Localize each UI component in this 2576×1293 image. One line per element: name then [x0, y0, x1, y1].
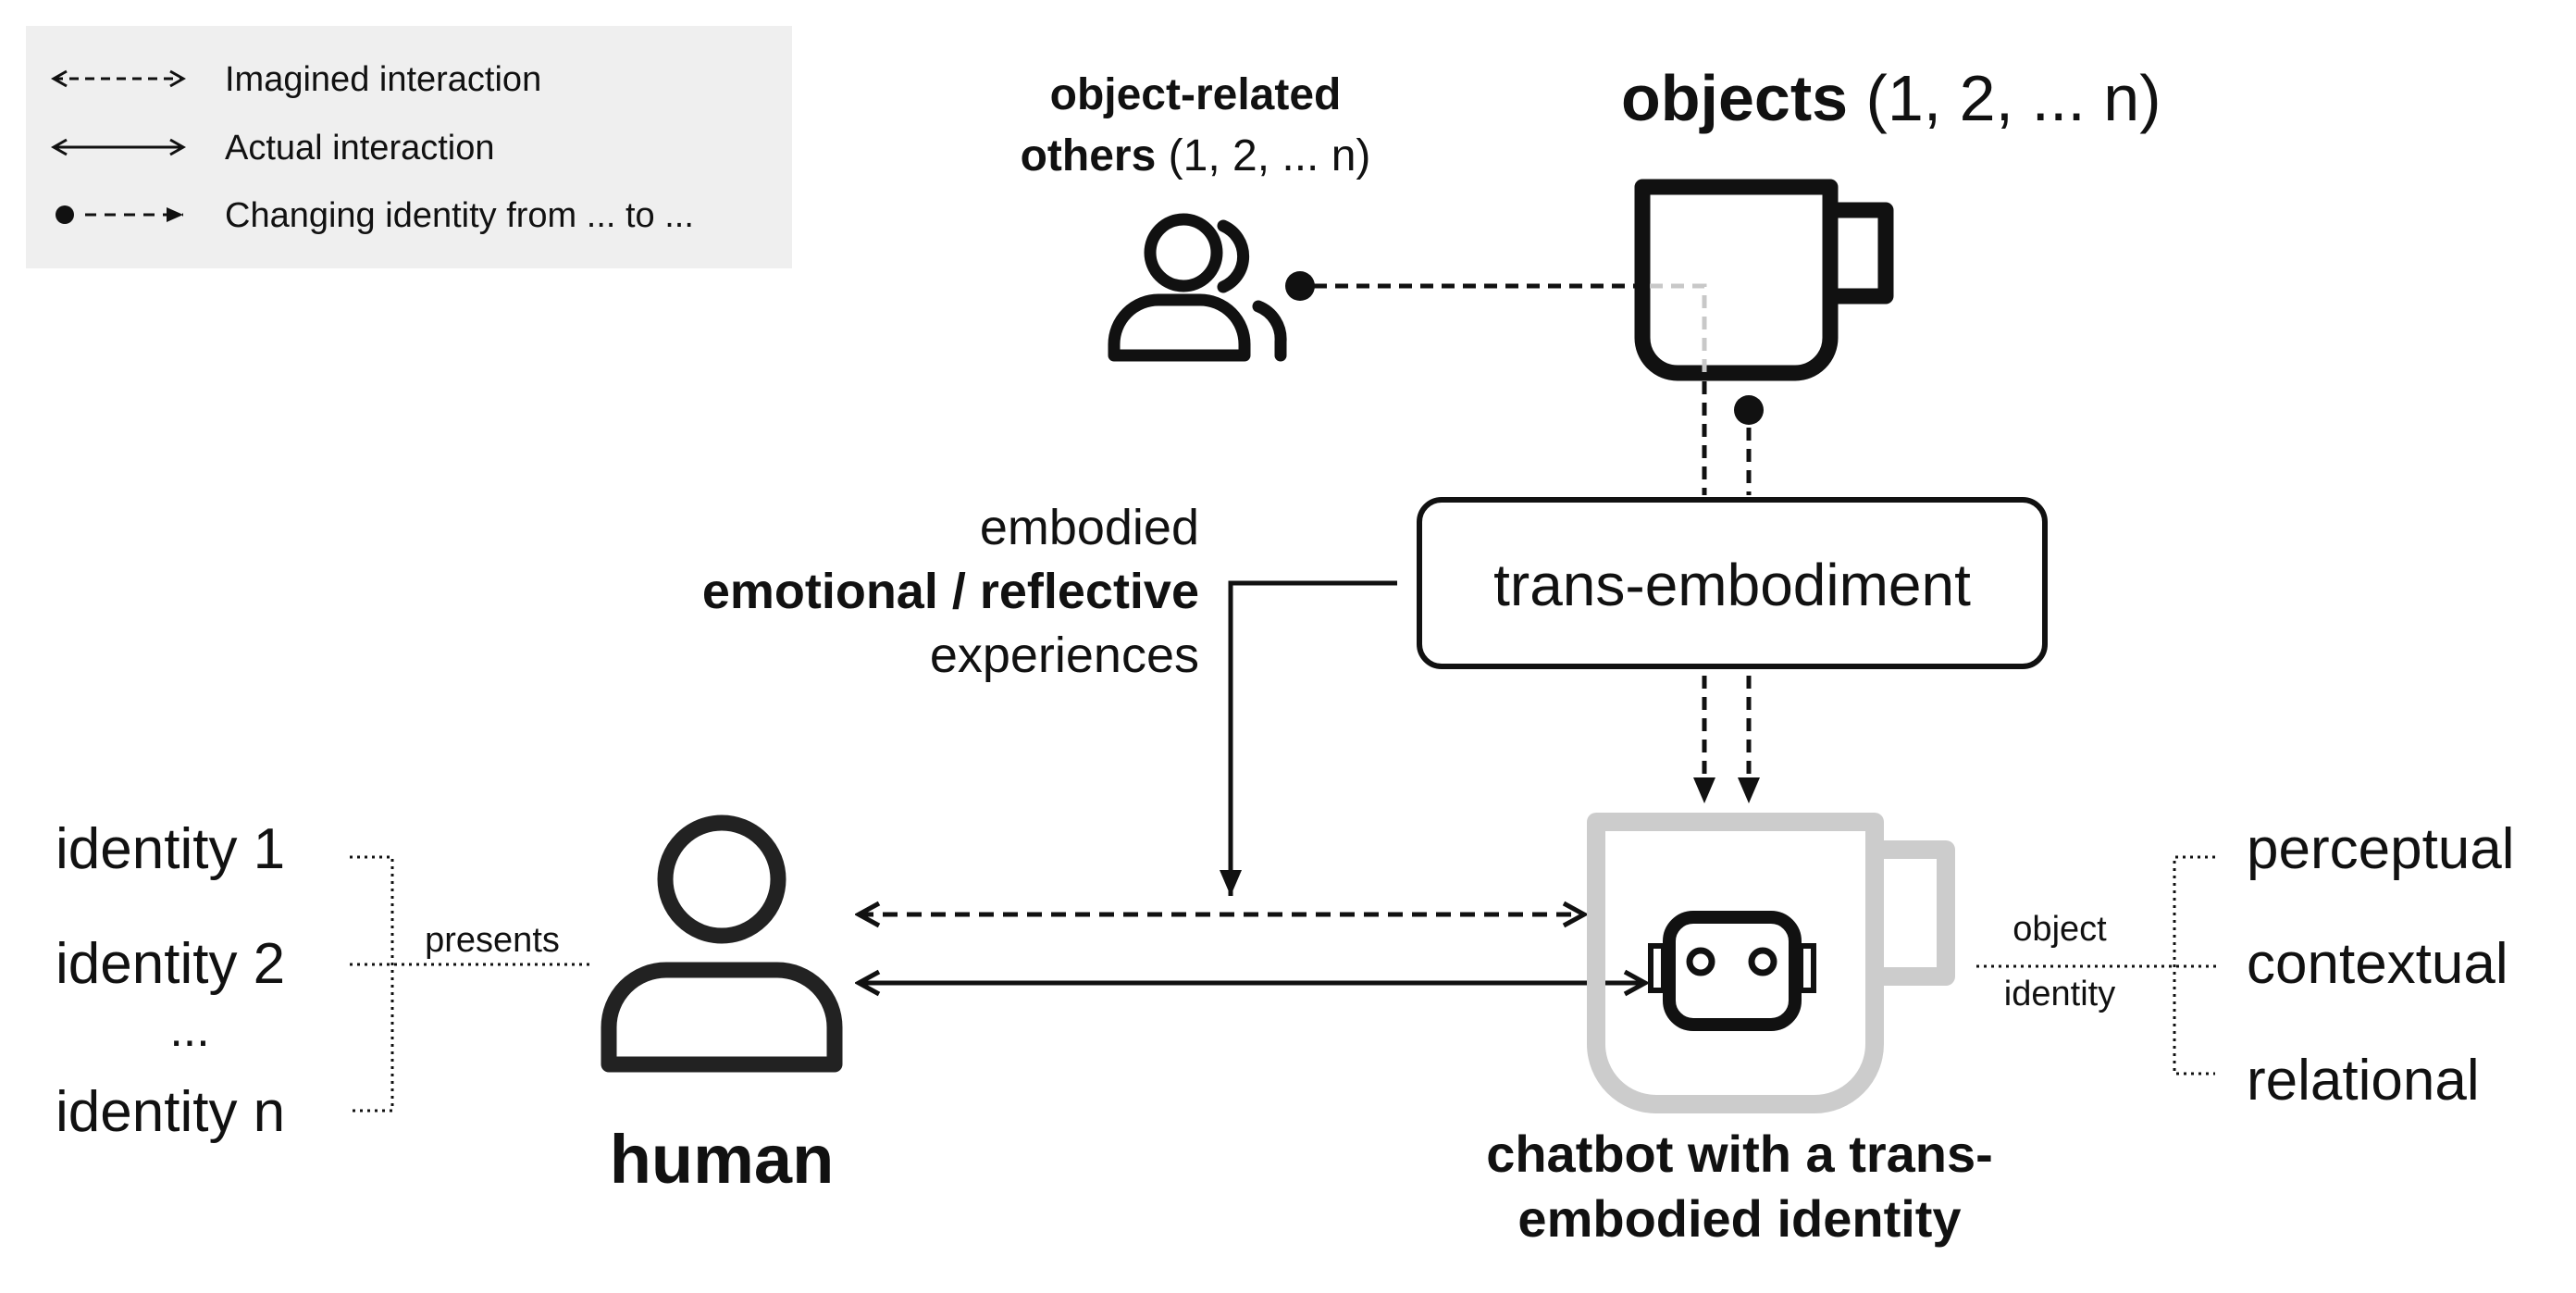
legend-actual-label: Actual interaction	[225, 129, 495, 168]
mug-icon	[1634, 179, 1894, 381]
objects-title: objects (1, 2, ... n)	[1621, 62, 2161, 134]
experiences-line2: emotional / reflective	[702, 564, 1199, 619]
identities-bracket	[350, 855, 592, 1113]
identity-types-bracket	[1976, 855, 2217, 1075]
identity-n: identity n	[56, 1080, 285, 1144]
identity-type-perceptual: perceptual	[2247, 817, 2515, 881]
human-icon	[601, 814, 843, 1073]
faded-mug-icon	[1587, 813, 1955, 1113]
legend-imagined-label: Imagined interaction	[225, 60, 541, 99]
others-label-line2: others (1, 2, ... n)	[1021, 131, 1371, 180]
chatbot-label-line1: chatbot with a trans-	[1486, 1125, 1993, 1183]
chatbot-label-line2: embodied identity	[1517, 1189, 1961, 1248]
people-icon	[1108, 213, 1287, 362]
legend: Imagined interaction Actual interaction …	[26, 26, 792, 268]
legend-changing-dot	[56, 205, 74, 224]
others-connector-inside-mug	[1650, 283, 1707, 374]
identity-type-relational: relational	[2247, 1049, 2480, 1113]
others-connector-dot	[1285, 271, 1315, 301]
object-identity-line1: object	[2012, 910, 2107, 949]
trans-embodiment-label: trans-embodiment	[1493, 552, 1971, 618]
legend-changing-label: Changing identity from ... to ...	[225, 196, 694, 235]
human-label: human	[610, 1121, 835, 1198]
experiences-line3: experiences	[930, 628, 1199, 683]
identity-ellipsis: ...	[169, 1003, 209, 1057]
mug-connector-dot	[1734, 395, 1764, 425]
object-identity-line2: identity	[2004, 975, 2115, 1013]
robot-icon	[1648, 911, 1816, 1031]
identity-type-contextual: contextual	[2247, 932, 2508, 996]
experiences-line1: embodied	[980, 500, 1199, 555]
identity-1: identity 1	[56, 817, 285, 881]
presents-label: presents	[425, 921, 560, 960]
trans-embodiment-box	[1417, 497, 2048, 669]
identity-2: identity 2	[56, 932, 285, 996]
others-label-line1: object-related	[1050, 70, 1342, 119]
experiences-arrow	[1220, 580, 1397, 896]
